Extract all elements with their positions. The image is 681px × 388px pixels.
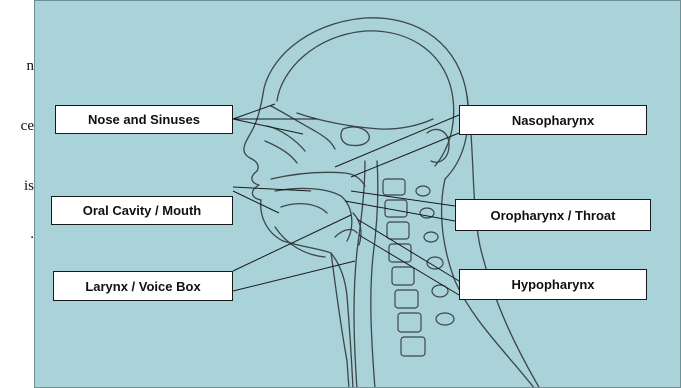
label-nose-and-sinuses: Nose and Sinuses <box>55 105 233 134</box>
label-oral-cavity-mouth: Oral Cavity / Mouth <box>51 196 233 225</box>
margin-text-fragment: ce <box>0 118 34 135</box>
figure-background <box>35 1 681 388</box>
head-neck-anatomy-illustration <box>35 1 681 388</box>
margin-text-fragment: is <box>0 178 34 195</box>
label-hypopharynx: Hypopharynx <box>459 269 647 300</box>
label-larynx-voice-box: Larynx / Voice Box <box>53 271 233 301</box>
anatomy-figure: Nose and Sinuses Oral Cavity / Mouth Lar… <box>34 0 681 388</box>
label-nasopharynx: Nasopharynx <box>459 105 647 135</box>
label-oropharynx-throat: Oropharynx / Throat <box>455 199 651 231</box>
margin-text-fragment: . <box>0 226 34 243</box>
margin-text-fragment: n <box>0 58 34 75</box>
